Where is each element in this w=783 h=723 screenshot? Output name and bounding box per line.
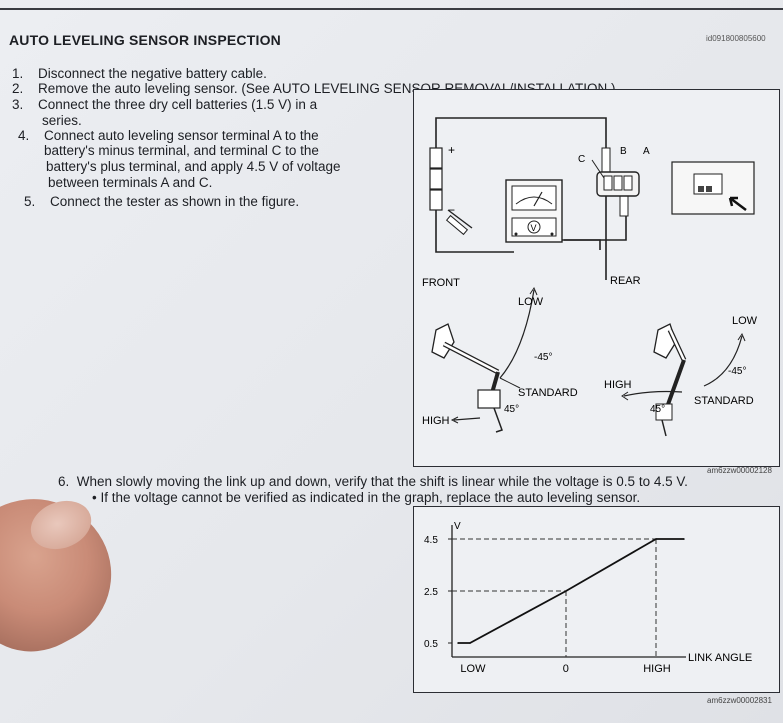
data-point [655,538,657,540]
rear-arrow-high [621,391,629,401]
data-point [469,642,471,644]
front-sensor-drawing [431,323,503,433]
step-3-cont: series. [42,113,82,128]
rear-standard-label: STANDARD [694,395,754,407]
terminal-c-label: C [578,154,585,165]
rear-arc-low [703,335,743,387]
step-6-bullet: • If the voltage cannot be verified as i… [92,490,641,505]
probe-left [445,214,469,236]
chart-guides [452,538,684,657]
figure-1-caption: am6zzw00002128 [707,466,772,475]
y-tick-label: 0.5 [424,639,438,650]
step-5: 5.Connect the tester as shown in the fig… [24,194,300,209]
rear-pos45-label: 45° [650,404,665,415]
y-axis-label: V [454,521,461,532]
data-point [457,642,459,644]
voltage-line [458,538,684,644]
y-tick-label: 4.5 [424,535,438,546]
front-standard-label: STANDARD [518,387,578,399]
probe-lead-left [447,209,473,229]
front-high-label: HIGH [422,415,450,427]
x-tick-label: 0 [563,663,569,675]
battery-stack [429,147,443,211]
step-4-cont-2: battery's plus terminal, and apply 4.5 V… [46,159,341,174]
step-3: 3.Connect the three dry cell batteries (… [12,97,318,112]
front-pos45-label: 45° [504,404,519,415]
rear-label: REAR [610,275,641,287]
step-1: 1.Disconnect the negative battery cable. [12,66,267,81]
y-tick-label: 2.5 [424,587,438,598]
front-arrowhead-high [450,416,459,424]
figure-2-caption: am6zzw00002831 [707,696,772,705]
front-arrow-high [453,417,481,421]
front-arc-up [499,289,535,379]
section-title: AUTO LEVELING SENSOR INSPECTION [9,32,281,48]
terminal-a-label: A [643,146,650,157]
rear-high-label: HIGH [604,379,632,391]
plus-label: + [448,143,455,157]
rear-low-label: LOW [732,315,758,327]
circuit-wire-left [435,210,514,253]
step-6: 6. When slowly moving the link up and do… [58,474,688,489]
sensor-connector [596,171,640,197]
document-id: id091800805600 [706,34,766,43]
x-tick-label: HIGH [643,663,671,675]
sensor-test-figure: + − V [413,89,780,467]
chart-series [457,538,685,644]
x-tick-label: LOW [460,663,486,675]
data-point [565,590,567,592]
leader-c [591,159,605,179]
front-arrow-up [529,286,538,296]
front-neg45-label: -45° [534,352,552,363]
connector-inset [671,161,755,215]
chart-axes: V LINK ANGLE [451,521,752,664]
step-4-cont-1: battery's minus terminal, and terminal C… [44,143,319,158]
step-4: 4.Connect auto leveling sensor terminal … [18,128,319,143]
front-label: FRONT [422,277,460,289]
circuit-wire-right [550,208,627,241]
minus-label: − [448,203,455,217]
rear-arc-high [623,390,683,397]
terminal-b-label: B [620,146,627,157]
bullet-dot: • [92,490,101,505]
rear-neg45-label: -45° [728,366,746,377]
meter-v-symbol: V [531,223,537,233]
rear-sensor-drawing [653,323,687,437]
sensor-test-diagram: + − V [422,117,758,437]
front-low-label: LOW [518,296,544,308]
step-4-cont-3: between terminals A and C. [48,175,213,190]
voltmeter [505,179,563,243]
rear-arrow-low [737,332,746,342]
data-point [683,538,685,540]
front-standard-leader [499,377,521,389]
x-axis-label: LINK ANGLE [688,652,752,664]
top-rule [0,8,783,10]
